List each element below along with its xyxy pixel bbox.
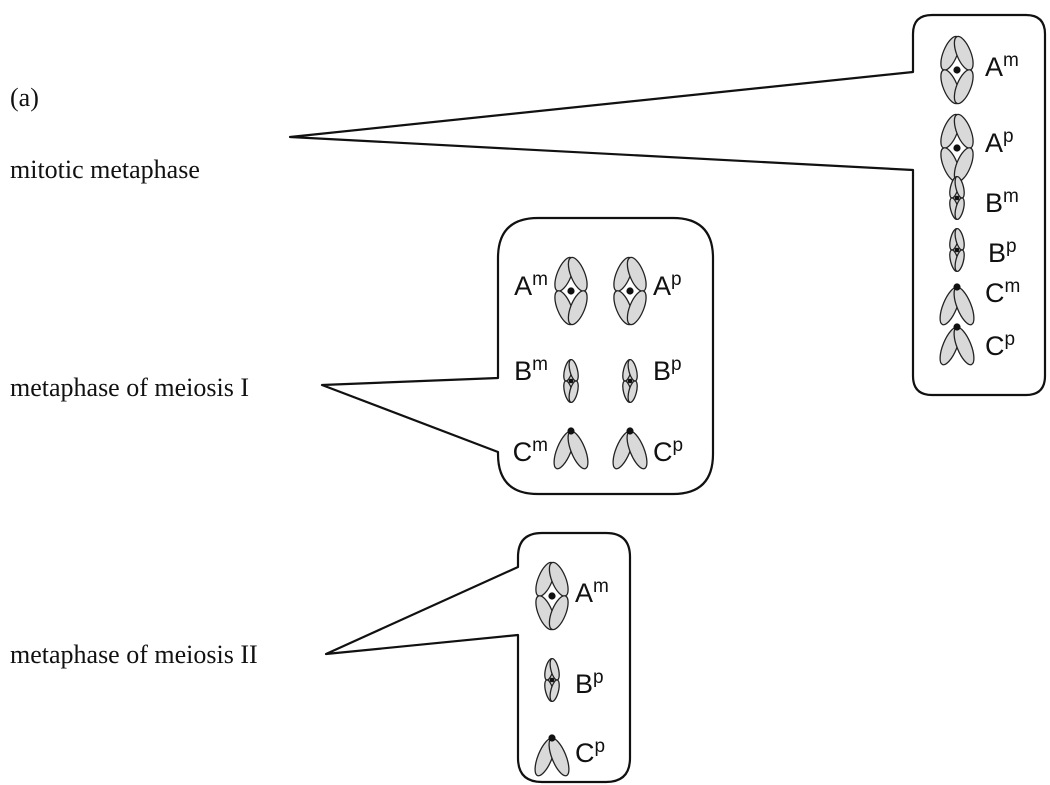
meiosis2-chromosome-bp-label-letter: B [575,669,593,699]
meiosis1-chromosome-ap-label: Ap [653,269,682,301]
mitotic-chromosome-bm [949,175,965,221]
mitotic-chromosome-cm [939,283,975,326]
meiosis1-chromosome-cm-label: Cm [513,435,548,467]
mitotic-chromosome-am-label-letter: A [985,52,1003,82]
meiosis1-chromosome-cp-label-letter: C [653,437,673,467]
meiosis1-chromosome-am-label-origin: m [532,269,548,290]
meiosis2-chromosome-bp-centromere [549,677,555,683]
mitotic-chromosome-cp [939,323,975,366]
meiosis1-chromosome-cm-label-letter: C [513,437,533,467]
chromosome-group [534,35,975,777]
mitotic-chromosome-am [940,35,974,105]
meiosis1-chromosome-bp-centromere [627,378,633,384]
mitotic-chromosome-cm-centromere [953,283,961,291]
mitotic-chromosome-bm-arm-4 [954,197,965,221]
mitotic-chromosome-ap-label-origin: p [1003,126,1014,147]
mitotic-chromosome-am-arm-4 [953,69,974,105]
mitotic-chromosome-cp-centromere [953,323,961,331]
meiosis1-chromosome-bp-label: Bp [653,354,682,386]
meiosis2-chromosome-bp [544,657,560,703]
meiosis1-chromosome-ap-arm-4 [626,290,647,326]
meiosis2-chromosome-bp-label-origin: p [593,667,604,688]
meiosis2-chromosome-cp-label-letter: C [575,738,595,768]
meiosis1-chromosome-cm-label-origin: m [532,435,548,456]
mitotic-chromosome-cp-label: Cp [985,329,1015,361]
mitotic-chromosome-bp-centromere [954,247,960,253]
meiosis2-chromosome-cp-label-origin: p [595,736,606,757]
meiosis1-chromosome-bp-label-origin: p [671,354,682,375]
mitotic-chromosome-bp-label-letter: B [988,238,1006,268]
mitotic-chromosome-bp-arm-4 [954,249,965,273]
meiosis1-chromosome-am-label: Am [514,269,548,301]
meiosis1-chromosome-bm-arm-4 [568,380,579,404]
mitotic-chromosome-cp-label-origin: p [1005,329,1016,350]
mitotic-chromosome-am-label: Am [985,50,1019,82]
mitotic-chromosome-cp-label-letter: C [985,331,1005,361]
meiosis1-chromosome-ap-label-origin: p [671,269,682,290]
meiosis1-chromosome-am-label-letter: A [514,271,532,301]
meiosis2-chromosome-am-label-origin: m [593,576,609,597]
meiosis1-chromosome-bm-label: Bm [514,354,548,386]
meiosis2-chromosome-cp-centromere [548,734,556,742]
meiosis1-chromosome-cp-centromere [626,427,634,435]
mitotic-chromosome-bm-label: Bm [985,186,1019,218]
meiosis2-chromosome-am-centromere [548,592,556,600]
mitotic-chromosome-cm-label: Cm [985,276,1020,308]
meiosis2-chromosome-am-label-letter: A [575,578,593,608]
mitotic-chromosome-bp [949,227,965,273]
mitotic-chromosome-am-label-origin: m [1003,50,1019,71]
mitotic-chromosome-bm-label-origin: m [1003,186,1019,207]
mitotic-chromosome-ap-centromere [953,144,961,152]
meiosis2-chromosome-cp-label: Cp [575,736,605,768]
callout-mitotic [288,13,1047,397]
mitotic-chromosome-cm-label-origin: m [1005,276,1021,297]
meiosis1-chromosome-bp-arm-4 [627,380,638,404]
meiosis1-chromosome-am-centromere [567,287,575,295]
meiosis1-chromosome-bm-label-origin: m [532,354,548,375]
meiosis1-chromosome-bm [563,358,579,404]
panel-label: (a) [10,83,39,112]
mitotic-chromosome-cm-label-letter: C [985,278,1005,308]
meiosis1-chromosome-ap [613,256,647,326]
mitotic-chromosome-ap-label-letter: A [985,128,1003,158]
mitotic-chromosome-bp-label-origin: p [1006,236,1017,257]
meiosis1-chromosome-am [554,256,588,326]
meiosis2-chromosome-bp-label: Bp [575,667,604,699]
meiosis2-chromosome-am-label: Am [575,576,609,608]
meiosis1-chromosome-cp-label: Cp [653,435,683,467]
meiosis1-chromosome-ap-label-letter: A [653,271,671,301]
meiosis1-chromosome-cm [553,427,589,470]
meiosis1-chromosome-cm-centromere [567,427,575,435]
mitotic-chromosome-bm-label-letter: B [985,188,1003,218]
meiosis1-chromosome-am-arm-4 [567,290,588,326]
stage-label-meiosis-2: metaphase of meiosis II [10,640,258,669]
mitotic-chromosome-ap-label: Ap [985,126,1014,158]
meiosis1-chromosome-ap-centromere [626,287,634,295]
stage-label-mitotic: mitotic metaphase [10,155,200,184]
meiosis1-chromosome-bp-label-letter: B [653,356,671,386]
meiosis2-chromosome-am-arm-4 [548,595,569,631]
meiosis1-chromosome-bm-centromere [568,378,574,384]
meiosis2-chromosome-cp [534,734,570,777]
mitotic-chromosome-bp-label: Bp [988,236,1017,268]
meiosis2-chromosome-bp-arm-4 [549,679,560,703]
meiosis1-chromosome-cp [612,427,648,470]
meiosis1-chromosome-bm-label-letter: B [514,356,532,386]
meiosis2-chromosome-am [535,561,569,631]
stage-label-meiosis-1: metaphase of meiosis I [10,373,249,402]
mitotic-chromosome-bm-centromere [954,195,960,201]
mitotic-chromosome-am-centromere [953,66,961,74]
meiosis1-chromosome-bp [622,358,638,404]
meiosis1-chromosome-cp-label-origin: p [673,435,684,456]
